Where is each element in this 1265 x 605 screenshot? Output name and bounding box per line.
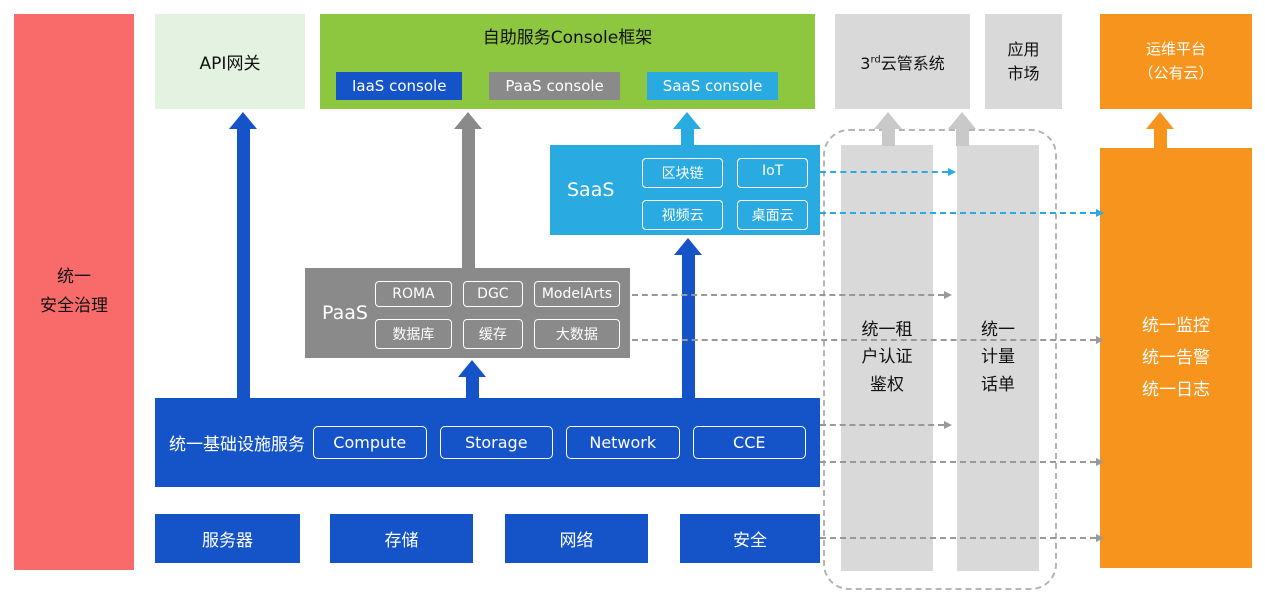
arrow-paas-to-console: [454, 112, 482, 270]
arrowhead-icon: [1096, 209, 1104, 217]
third-party-cloud-label: 3rd云管系统: [860, 53, 945, 73]
infrastructure-chip-row: Compute Storage Network CCE: [313, 426, 806, 459]
server-box: 服务器: [155, 514, 300, 563]
saas-item: 视频云: [642, 200, 724, 230]
infra-item: Compute: [313, 426, 427, 459]
saas-label: SaaS: [567, 179, 615, 201]
security-box: 安全: [680, 514, 820, 563]
storage-box: 存储: [330, 514, 473, 563]
app-market-box: 应用 市场: [985, 14, 1062, 109]
arrow-auth-to-third-party: [874, 112, 902, 146]
arrowhead-icon: [1096, 534, 1104, 542]
arrowhead-icon: [1096, 458, 1104, 466]
console-chip-row: IaaS console PaaS console SaaS console: [336, 72, 779, 100]
saas-chip-grid: 区块链 IoT 视频云 桌面云: [642, 158, 808, 230]
metering-billing-bar: 统一 计量 话单: [957, 145, 1039, 571]
arrow-infra-to-saas: [674, 238, 702, 400]
arrowhead-icon: [1096, 336, 1104, 344]
arrow-monitor-to-om-platform: [1146, 112, 1174, 149]
infra-item: CCE: [692, 426, 806, 459]
third-party-cloud-box: 3rd云管系统: [835, 14, 970, 109]
arrowhead-icon: [944, 291, 952, 299]
iaas-console-chip: IaaS console: [336, 72, 463, 100]
api-gateway-box: API网关: [155, 14, 305, 109]
infra-item: Storage: [439, 426, 553, 459]
arrow-billing-to-app-market: [948, 112, 976, 146]
dashed-connector-paas-to-monitor: [632, 336, 1104, 344]
infra-item: Network: [566, 426, 680, 459]
dashed-connector-security-to-monitor: [820, 534, 1104, 542]
shared-services-dashed-group: [823, 129, 1057, 590]
dashed-connector-paas-to-billing: [632, 291, 952, 299]
paas-item: 大数据: [533, 319, 620, 349]
arrowhead-icon: [944, 421, 952, 429]
infrastructure-box: 统一基础设施服务 Compute Storage Network CCE: [155, 398, 820, 487]
dashed-connector-infra-to-monitor: [820, 458, 1104, 466]
paas-console-chip: PaaS console: [489, 72, 620, 100]
arrow-saas-to-console: [673, 112, 701, 146]
saas-item: IoT: [737, 158, 808, 188]
paas-item: 缓存: [462, 319, 523, 349]
console-frame-box: 自助服务Console框架 IaaS console PaaS console …: [320, 14, 815, 109]
paas-item: DGC: [462, 281, 523, 307]
console-frame-title: 自助服务Console框架: [482, 28, 653, 48]
monitor-alarm-log-bar: 统一监控 统一告警 统一日志: [1100, 148, 1252, 568]
dashed-connector-saas-to-monitor: [820, 209, 1104, 217]
tenant-auth-bar: 统一租 户认证 鉴权: [841, 145, 933, 571]
saas-item: 桌面云: [737, 200, 808, 230]
saas-console-chip: SaaS console: [646, 72, 779, 100]
arrowhead-icon: [948, 168, 956, 176]
paas-box: PaaS ROMA DGC ModelArts 数据库 缓存 大数据: [305, 268, 630, 358]
paas-item: 数据库: [375, 319, 452, 349]
arrow-infra-to-api-gateway: [229, 112, 257, 400]
paas-item: ModelArts: [533, 281, 620, 307]
infrastructure-label: 统一基础设施服务: [169, 435, 305, 455]
paas-chip-grid: ROMA DGC ModelArts 数据库 缓存 大数据: [375, 281, 620, 349]
dashed-connector-infra-to-billing: [820, 421, 952, 429]
arrow-infra-to-paas: [458, 360, 486, 400]
paas-item: ROMA: [375, 281, 452, 307]
saas-box: SaaS 区块链 IoT 视频云 桌面云: [550, 145, 820, 235]
saas-item: 区块链: [642, 158, 724, 188]
om-platform-box: 运维平台 （公有云）: [1100, 14, 1252, 109]
paas-label: PaaS: [322, 302, 368, 324]
security-governance-bar: 统一 安全治理: [14, 14, 134, 570]
network-box: 网络: [505, 514, 648, 563]
dashed-connector-saas-to-billing: [820, 168, 956, 176]
